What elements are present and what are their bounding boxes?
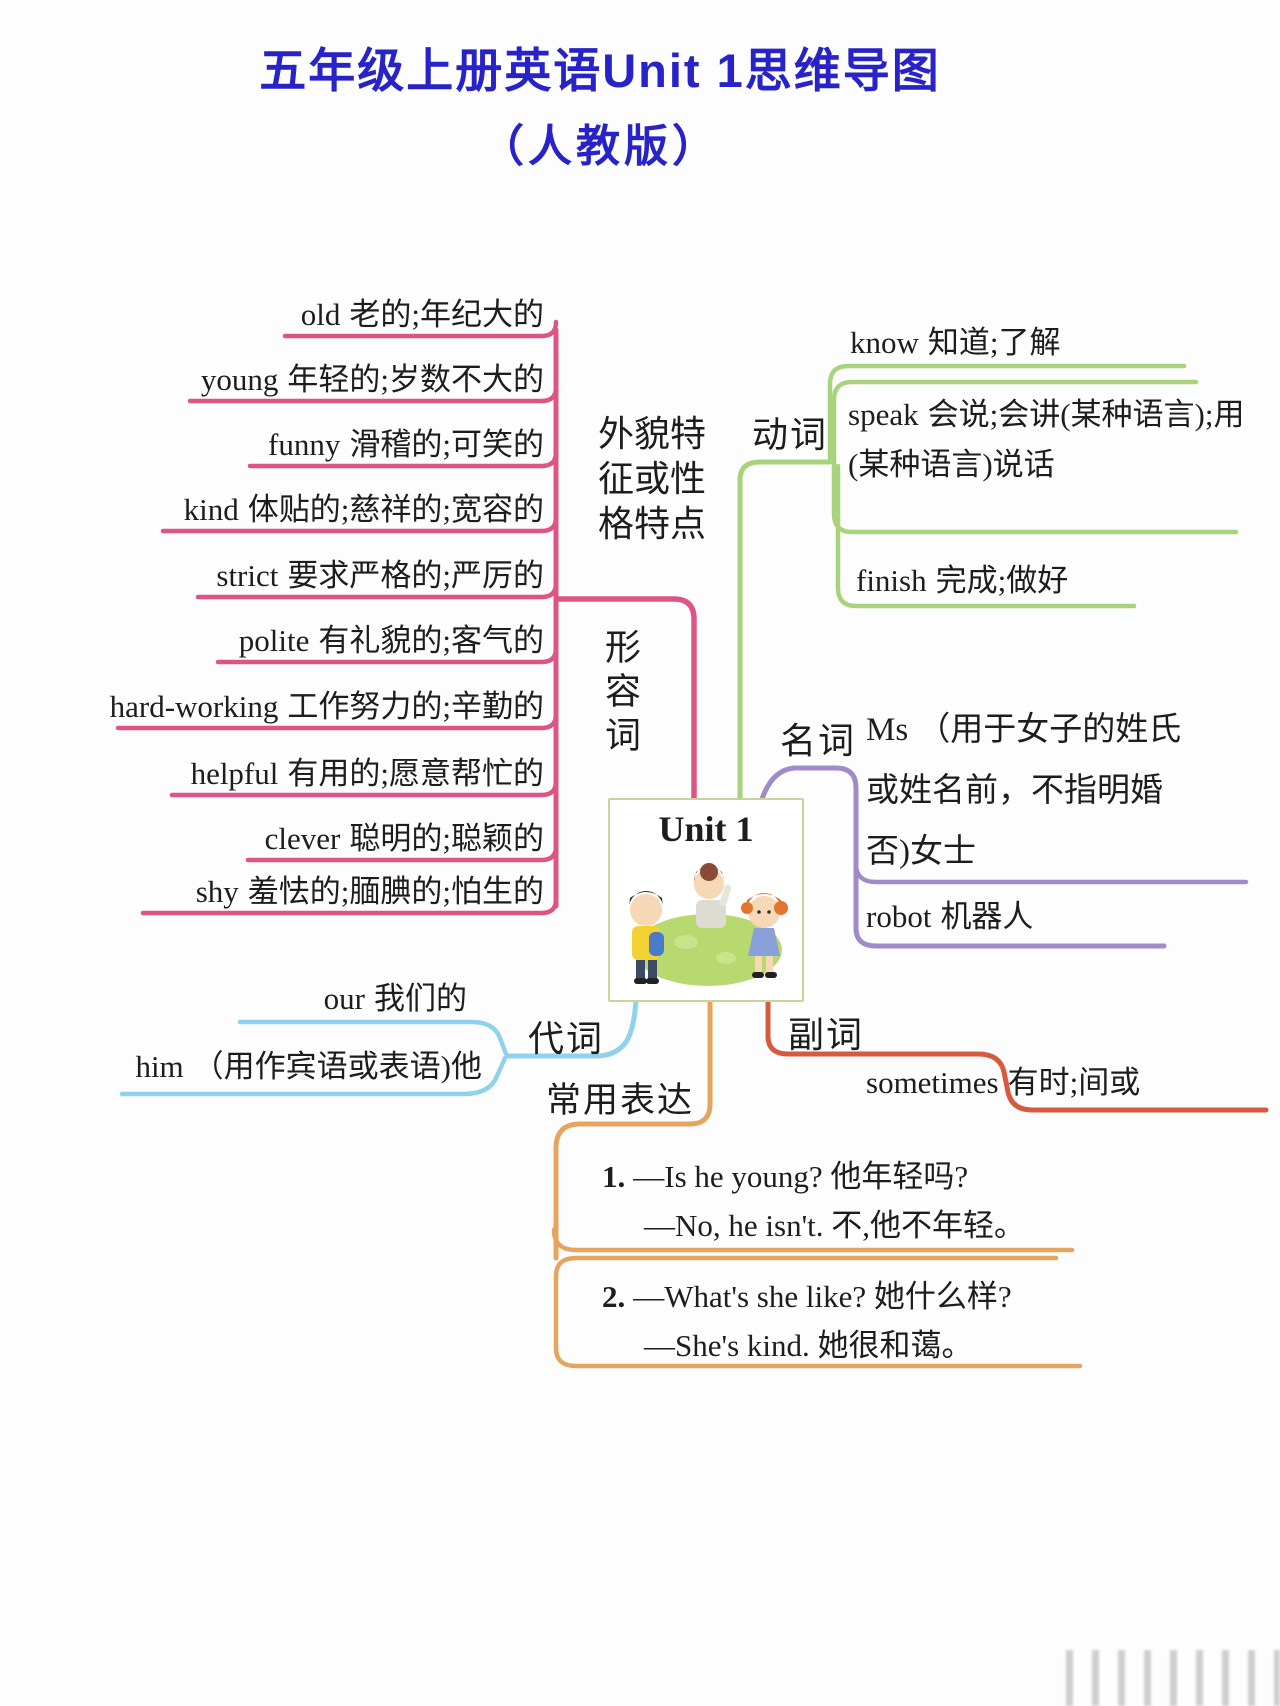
expression-1-answer: —No, he isn't. 不,他不年轻。 [644,1208,1026,1243]
pronouns-branch-connector [119,997,639,1097]
adjectives-note: 外貌特征或性格特点 [598,414,707,544]
children-illustration [629,863,788,986]
nouns-category-label: 名词 [780,721,857,761]
verbs-branch-connector [737,363,1239,802]
adjectives-category-label: 形容词 [600,628,640,760]
expressions-branch-connector [551,997,1083,1369]
left-boy [629,891,664,984]
center-kid [693,863,732,928]
expression-1-question: 1.—Is he young? 他年轻吗? [602,1159,969,1194]
nouns-branch-connector [759,765,1249,949]
page-title: 五年级上册英语Unit 1思维导图 （人教版） [0,38,1200,177]
expression-item-2: 2.—What's she like? 她什么样? —She's kind. 她… [602,1272,1122,1370]
page-title-line2: （人教版） [480,121,720,171]
expression-item-1: 1.—Is he young? 他年轻吗? —No, he isn't. 不,他… [602,1152,1122,1250]
pronoun-item-him: him（用作宾语或表语)他 [135,1049,482,1084]
adverbs-category-label: 副词 [788,1015,865,1055]
right-girl [741,893,788,978]
pronouns-category-label: 代词 [528,1019,605,1059]
watermark [1066,1650,1280,1706]
expression-2-answer: —She's kind. 她很和蔼。 [644,1328,973,1363]
page-title-line1: 五年级上册英语Unit 1思维导图 [259,44,941,97]
noun-item-ms: Ms（用于女子的姓氏或姓名前，不指明婚否)女士 [866,712,1182,870]
adverbs-branch-connector [765,997,1269,1113]
center-node-unit1: Unit 1 [608,798,804,1002]
expressions-category-label: 常用表达 [546,1081,695,1120]
expression-2-question: 2.—What's she like? 她什么样? [602,1279,1012,1314]
center-node-label: Unit 1 [658,809,754,849]
adjectives-branch-connector [115,319,697,916]
verbs-category-label: 动词 [752,415,829,455]
